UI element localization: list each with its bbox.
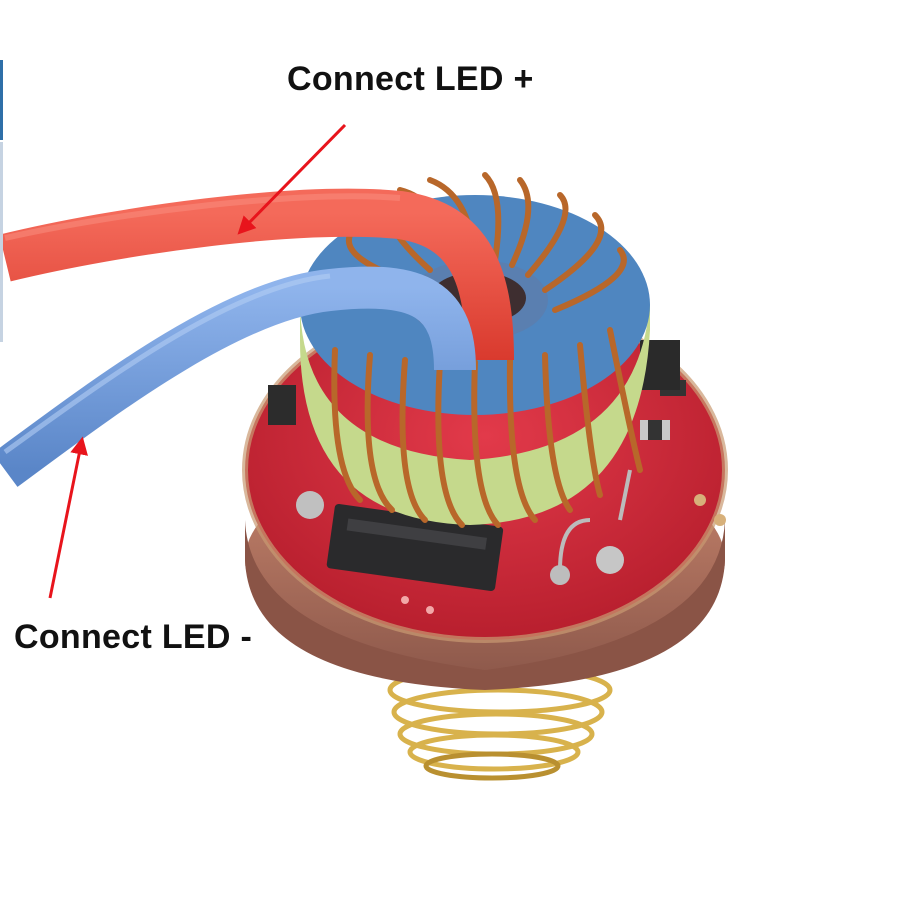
led-minus-arrow xyxy=(48,436,88,599)
negative-wire xyxy=(0,266,476,487)
led-minus-label: Connect LED - xyxy=(14,618,253,656)
smd-component xyxy=(268,385,296,425)
contact-spring xyxy=(387,665,613,781)
led-plus-arrow xyxy=(237,123,347,235)
positive-wire xyxy=(0,188,514,361)
led-plus-label: Connect LED + xyxy=(287,60,534,98)
